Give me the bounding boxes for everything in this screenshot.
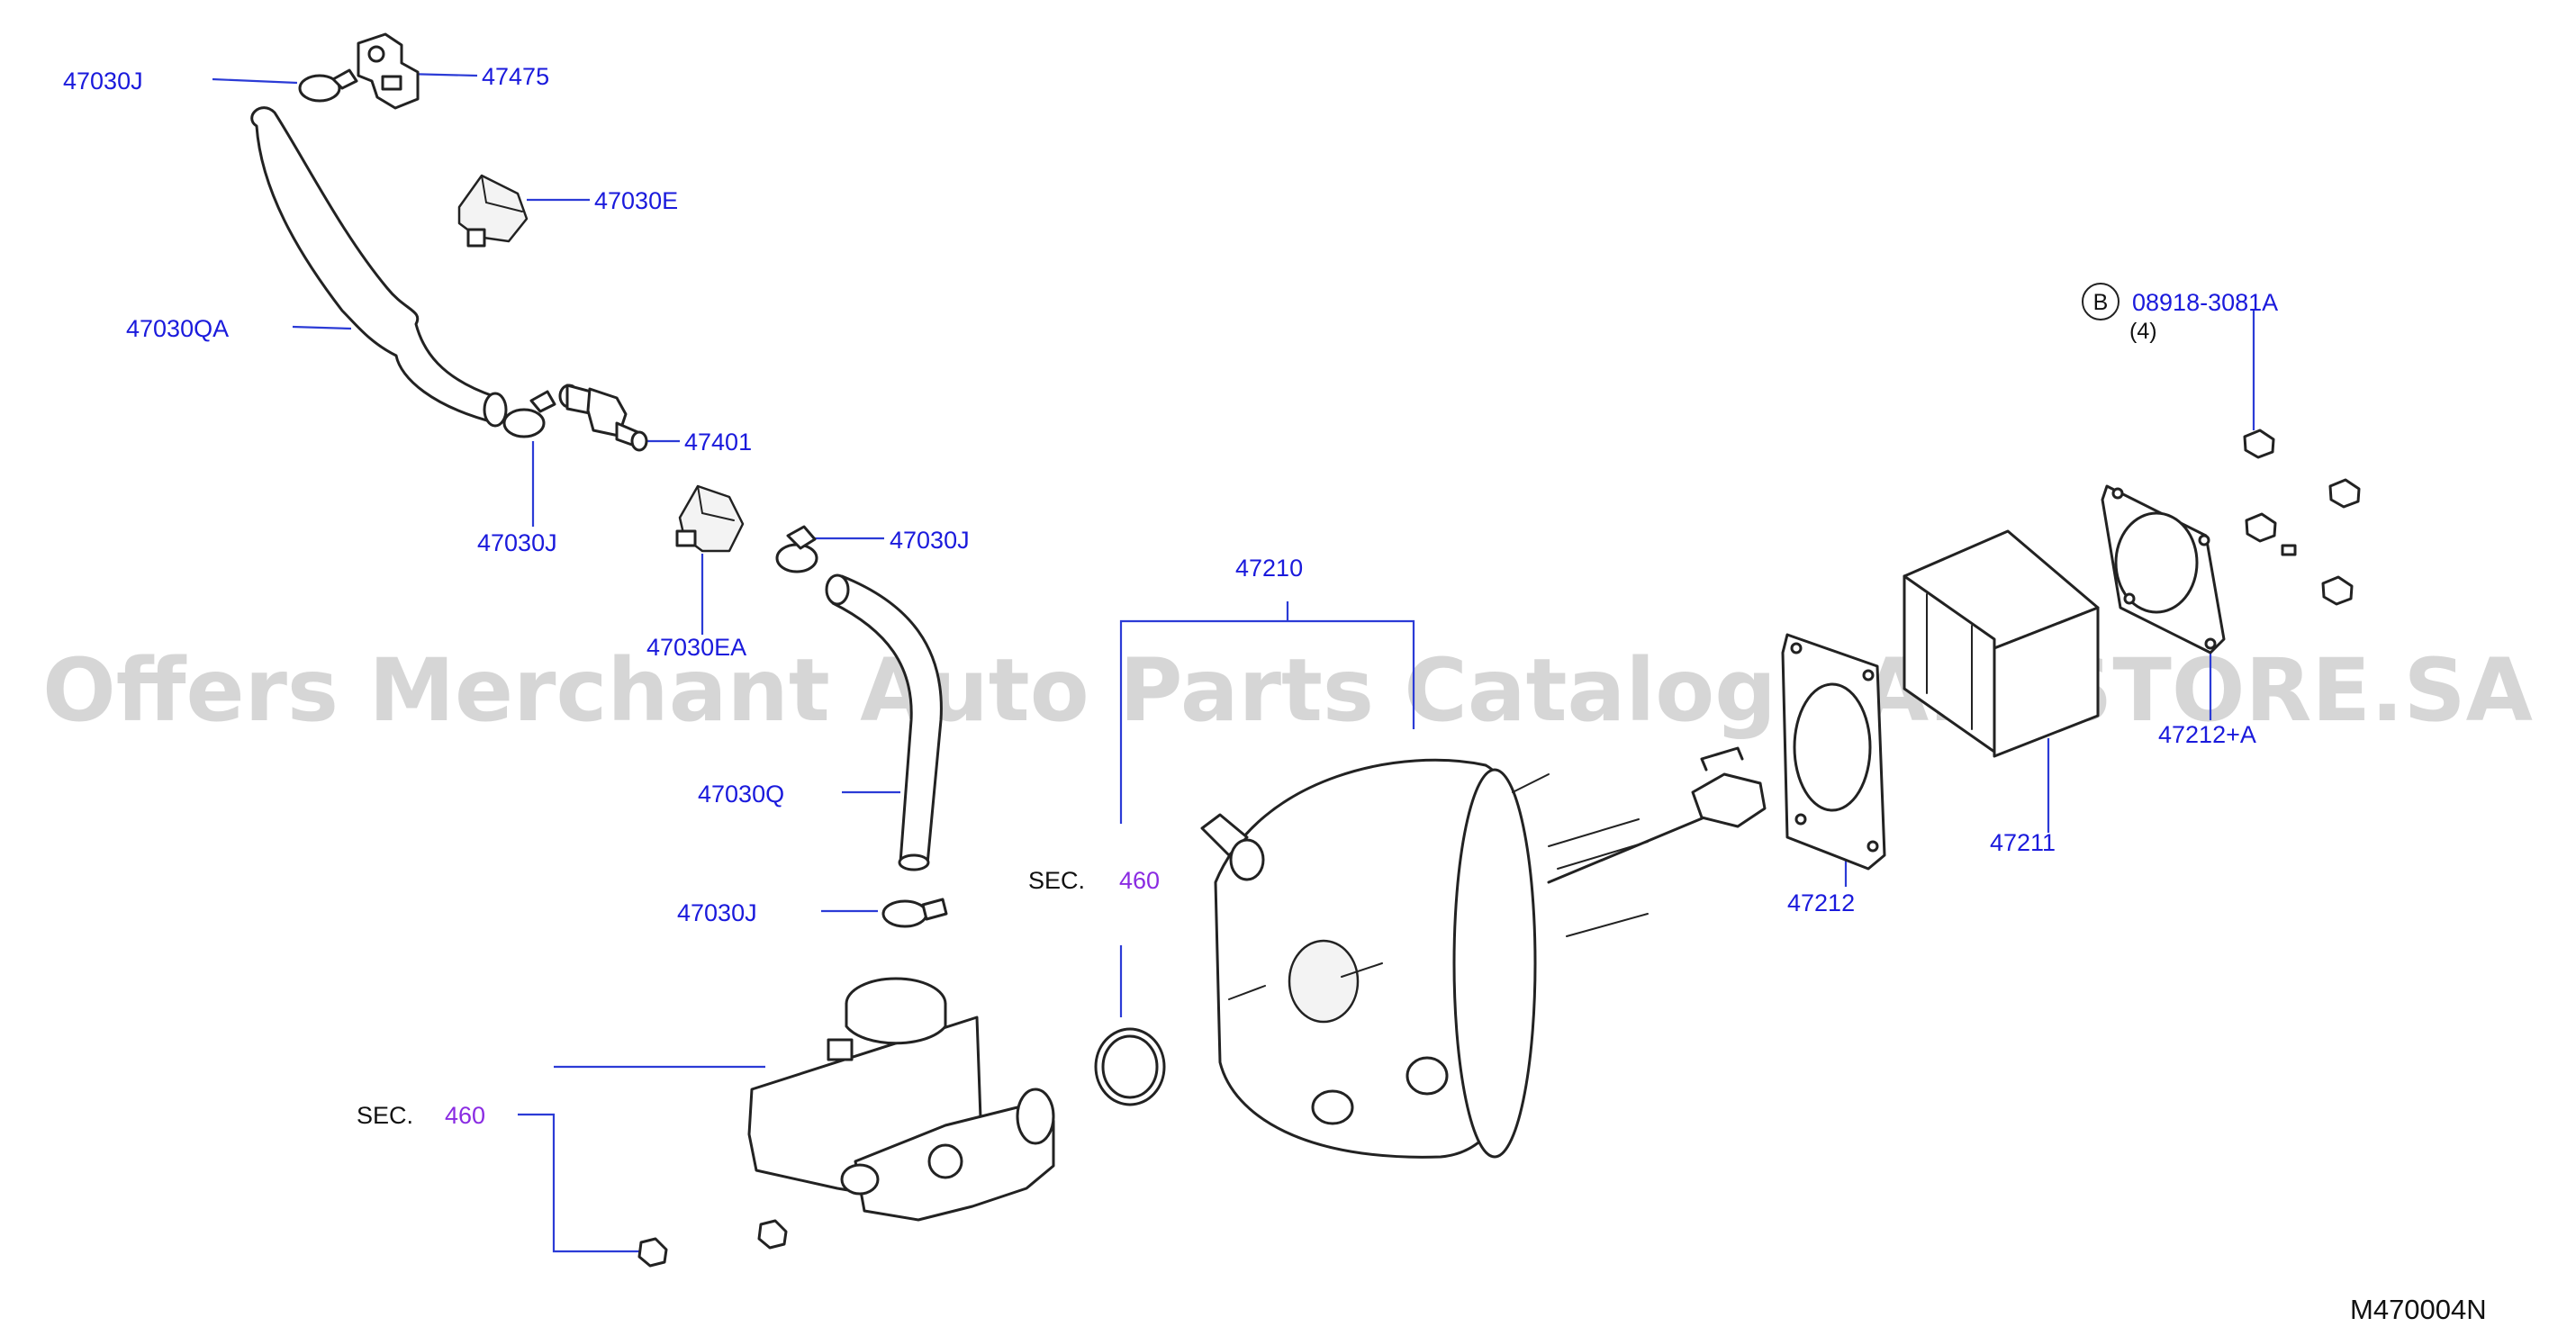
callout-clamp-mid-left[interactable]: 47030J <box>477 529 557 556</box>
callout-spacer-47211[interactable]: 47211 <box>1990 829 2056 856</box>
gasket-47212a <box>2101 484 2226 654</box>
callout-clamp-top[interactable]: 47030J <box>63 68 143 95</box>
callout-clamp-bottom[interactable]: 47030J <box>677 899 757 926</box>
o-ring <box>1094 1027 1166 1106</box>
clamp-top <box>298 68 358 103</box>
sec-booster-number[interactable]: 460 <box>1119 867 1160 894</box>
flange-nuts <box>2243 429 2361 606</box>
callout-nut-qty: (4) <box>2129 319 2157 344</box>
watermark-text: Offers Merchant Auto Parts Catalog PARTS… <box>42 640 2533 741</box>
callout-nut-circle <box>2082 283 2120 320</box>
callout-bracket-47030e[interactable]: 47030E <box>594 187 678 214</box>
callout-hose-47030q[interactable]: 47030Q <box>698 781 784 808</box>
callout-check-valve-47401[interactable]: 47401 <box>684 429 752 456</box>
sec-master-number[interactable]: 460 <box>445 1102 485 1129</box>
callout-booster-47210[interactable]: 47210 <box>1235 555 1303 582</box>
valve-47475 <box>357 32 420 110</box>
brake-booster-47210 <box>1200 746 1767 1159</box>
sec-booster-prefix: SEC. <box>1028 867 1085 894</box>
callout-nut-circle-letter: B <box>2093 290 2109 315</box>
sec-master-prefix: SEC. <box>357 1102 413 1129</box>
gasket-47212 <box>1781 633 1886 871</box>
bracket-47030e <box>457 174 529 248</box>
master-cylinder <box>747 977 1055 1222</box>
hose-47030q <box>825 573 943 871</box>
callout-clamp-mid-right[interactable]: 47030J <box>890 527 970 554</box>
hose-47030qa <box>250 106 508 428</box>
callout-gasket-47212a[interactable]: 47212+A <box>2158 721 2256 748</box>
callout-labels: 47030J 47475 47030E 47030QA 47401 47030J… <box>63 63 2487 1325</box>
callout-gasket-47212[interactable]: 47212 <box>1787 889 1855 916</box>
clamp-bottom <box>881 898 948 928</box>
figure-code: M470004N <box>2350 1294 2487 1325</box>
clamp-mid-right <box>775 525 818 573</box>
bracket-47030ea <box>675 484 745 553</box>
clamp-mid-left <box>502 390 556 438</box>
callout-nut-08918[interactable]: 08918-3081A <box>2132 289 2278 316</box>
spacer-47211 <box>1903 529 2100 758</box>
callout-hose-47030qa[interactable]: 47030QA <box>126 315 229 342</box>
hex-nuts-left <box>637 1219 788 1268</box>
callout-valve-47475[interactable]: 47475 <box>482 63 549 90</box>
check-valve-47401 <box>558 384 648 452</box>
leader-lines <box>212 72 2255 1253</box>
callout-bracket-47030ea[interactable]: 47030EA <box>646 634 746 661</box>
